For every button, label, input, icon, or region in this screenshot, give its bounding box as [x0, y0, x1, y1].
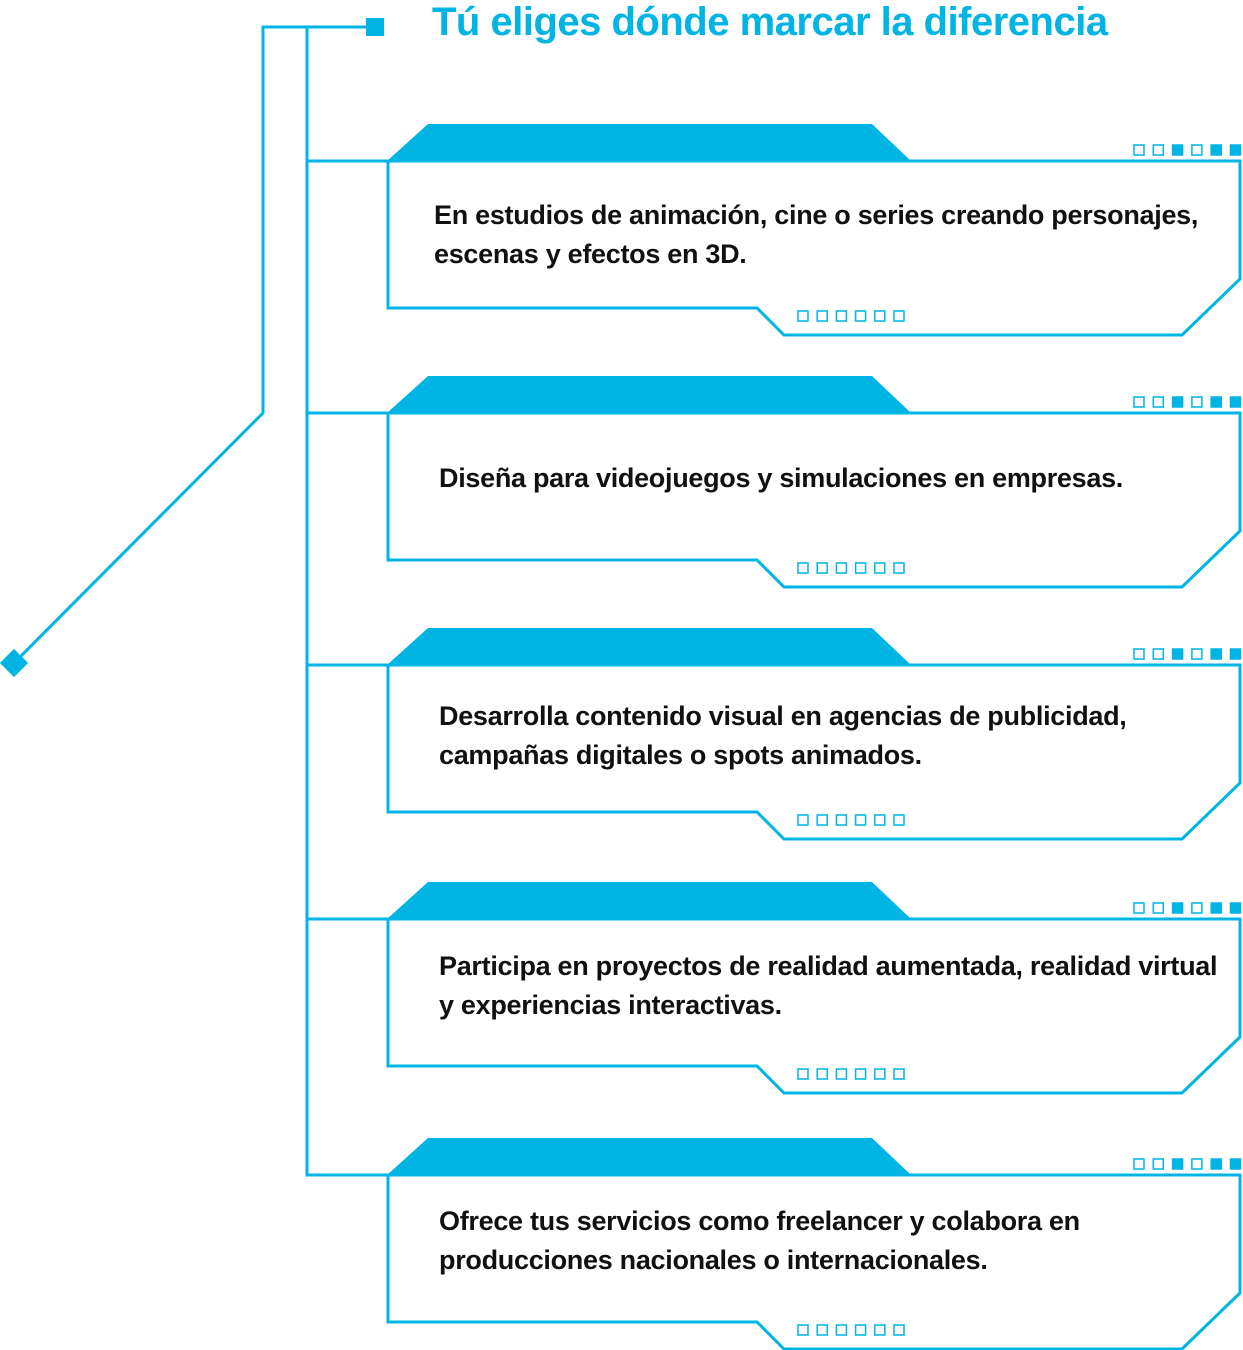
- card-tab-4: [387, 882, 911, 919]
- indicator-square: [1171, 144, 1184, 156]
- indicator-square: [1171, 1158, 1184, 1170]
- card-tab-2: [387, 376, 911, 413]
- indicator-square: [874, 814, 886, 826]
- card-text-4: Participa en proyectos de realidad aumen…: [439, 951, 1218, 1020]
- indicator-square: [1229, 902, 1242, 914]
- indicator-square: [1152, 648, 1165, 660]
- indicator-square: [835, 310, 848, 322]
- card-frame-5: [386, 1173, 1242, 1350]
- indicator-square: [854, 814, 867, 826]
- indicator-square: [1133, 144, 1145, 156]
- indicator-square: [854, 1324, 867, 1336]
- indicator-square: [854, 562, 867, 574]
- card-text-1: En estudios de animación, cine o series …: [434, 200, 1199, 269]
- indicator-square: [835, 562, 848, 574]
- indicator-square: [1191, 902, 1203, 914]
- indicator-square: [874, 310, 886, 322]
- indicator-square: [835, 1324, 848, 1336]
- indicator-square: [1171, 648, 1184, 660]
- indicator-square: [893, 1068, 905, 1080]
- indicator-square: [835, 814, 848, 826]
- indicator-square: [1210, 902, 1222, 914]
- indicator-square: [1171, 396, 1184, 408]
- indicator-square: [1210, 648, 1222, 660]
- card-tab-3: [387, 628, 911, 665]
- indicator-square: [1133, 902, 1145, 914]
- indicator-square: [854, 310, 867, 322]
- indicator-square: [1229, 648, 1242, 660]
- card-tab-5: [387, 1138, 911, 1175]
- indicator-square: [854, 1068, 867, 1080]
- indicator-square: [1171, 902, 1184, 914]
- card-text-5: Ofrece tus servicios como freelancer y c…: [439, 1206, 1080, 1275]
- indicator-square: [1152, 144, 1165, 156]
- indicator-square: [797, 562, 809, 574]
- card-frame-3: [386, 663, 1242, 841]
- indicator-square: [1210, 396, 1222, 408]
- card-frame-1: [386, 159, 1242, 337]
- card-frame-4: [386, 917, 1242, 1095]
- indicator-square: [797, 310, 809, 322]
- indicator-square: [893, 1324, 905, 1336]
- indicator-square: [1229, 1158, 1242, 1170]
- indicator-square: [1210, 1158, 1222, 1170]
- indicator-square: [893, 562, 905, 574]
- indicator-square: [1229, 144, 1242, 156]
- indicator-square: [1133, 396, 1145, 408]
- indicator-square: [816, 1324, 828, 1336]
- indicator-square: [1210, 144, 1222, 156]
- indicator-square: [835, 1068, 848, 1080]
- indicator-square: [1191, 648, 1203, 660]
- indicator-square: [874, 1068, 886, 1080]
- indicator-square: [1191, 396, 1203, 408]
- indicator-square: [1152, 902, 1165, 914]
- indicator-square: [874, 1324, 886, 1336]
- indicator-square: [1191, 1158, 1203, 1170]
- diamond-marker: [0, 648, 29, 678]
- indicator-square: [874, 562, 886, 574]
- indicator-square: [816, 310, 828, 322]
- card-text-3: Desarrolla contenido visual en agencias …: [439, 701, 1127, 770]
- title-marker-square: [366, 18, 384, 36]
- card-frame-2: [386, 411, 1242, 589]
- card-tab-1: [387, 124, 911, 161]
- indicator-square: [797, 1324, 809, 1336]
- indicator-square: [1133, 648, 1145, 660]
- indicator-square: [893, 310, 905, 322]
- indicator-square: [1229, 396, 1242, 408]
- indicator-square: [816, 1068, 828, 1080]
- indicator-square: [816, 814, 828, 826]
- page-title: Tú eliges dónde marcar la diferencia: [432, 0, 1108, 44]
- indicator-square: [797, 814, 809, 826]
- branch-line: [12, 25, 375, 665]
- indicator-square: [893, 814, 905, 826]
- indicator-square: [1152, 396, 1165, 408]
- indicator-square: [1152, 1158, 1165, 1170]
- card-text-2: Diseña para videojuegos y simulaciones e…: [439, 463, 1123, 493]
- indicator-square: [1191, 144, 1203, 156]
- indicator-square: [816, 562, 828, 574]
- indicator-square: [1133, 1158, 1145, 1170]
- indicator-square: [797, 1068, 809, 1080]
